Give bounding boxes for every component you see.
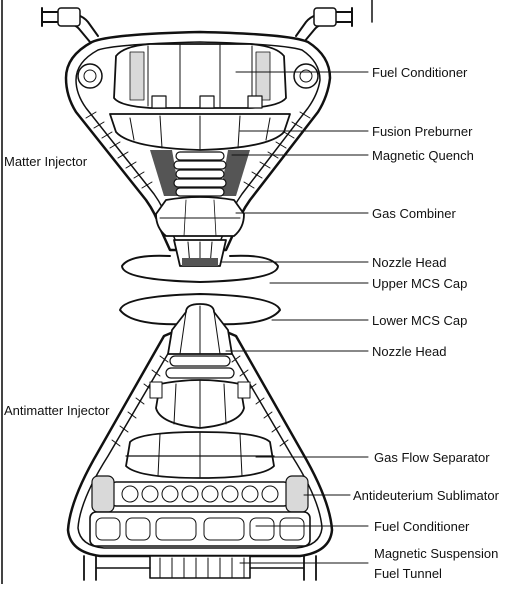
- magnetic-suspension-fuel-tunnel-component: [83, 555, 317, 581]
- fuel-conditioner-top-label: Fuel Conditioner: [372, 65, 468, 80]
- nozzle-head-top-label: Nozzle Head: [372, 255, 446, 270]
- feed-pipe-right: [295, 7, 353, 43]
- leader-lines: [221, 71, 369, 564]
- nozzle-head-top-component: [173, 239, 227, 267]
- nozzle-head-bottom-label: Nozzle Head: [372, 344, 446, 359]
- gas-flow-separator-component: [125, 431, 275, 479]
- gas-flow-separator-label: Gas Flow Separator: [374, 450, 490, 465]
- antideuterium-sublimator-component: [91, 475, 309, 513]
- fuel-conditioner-bottom-component: [89, 511, 311, 547]
- antimatter-injector-assembly: [66, 293, 334, 581]
- torus-ring-left: [77, 63, 103, 89]
- magnetic-quench-label: Magnetic Quench: [372, 148, 474, 163]
- magnetic-suspension-label-line2: Fuel Tunnel: [374, 566, 442, 581]
- torus-ring-right: [293, 63, 319, 89]
- magnetic-quench-component: [150, 150, 250, 197]
- magnetic-suspension-label-line1: Magnetic Suspension: [374, 546, 498, 561]
- gas-combiner-label: Gas Combiner: [372, 206, 456, 221]
- callout-labels: Matter Injector Antimatter Injector Fuel…: [4, 65, 500, 581]
- housing-wall-left: [85, 111, 153, 189]
- matter-injector-label: Matter Injector: [4, 154, 88, 169]
- matter-injector-assembly: [41, 7, 353, 283]
- upper-mcs-cap-label: Upper MCS Cap: [372, 276, 467, 291]
- gas-combiner-component: [155, 196, 245, 237]
- fusion-preburner-component: [109, 113, 291, 151]
- fusion-preburner-label: Fusion Preburner: [372, 124, 473, 139]
- fuel-conditioner-top-component: [113, 43, 287, 109]
- housing-wall-right: [243, 111, 311, 189]
- antideuterium-sublimator-label: Antideuterium Sublimator: [353, 488, 500, 503]
- nozzle-head-bottom-component: [167, 303, 233, 355]
- lower-mcs-cap-label: Lower MCS Cap: [372, 313, 467, 328]
- lower-mcs-cap-component: [119, 293, 281, 326]
- feed-pipe-left: [41, 7, 99, 43]
- antimatter-coil-stack: [149, 355, 251, 429]
- antimatter-injector-label: Antimatter Injector: [4, 403, 110, 418]
- fuel-conditioner-bottom-label: Fuel Conditioner: [374, 519, 470, 534]
